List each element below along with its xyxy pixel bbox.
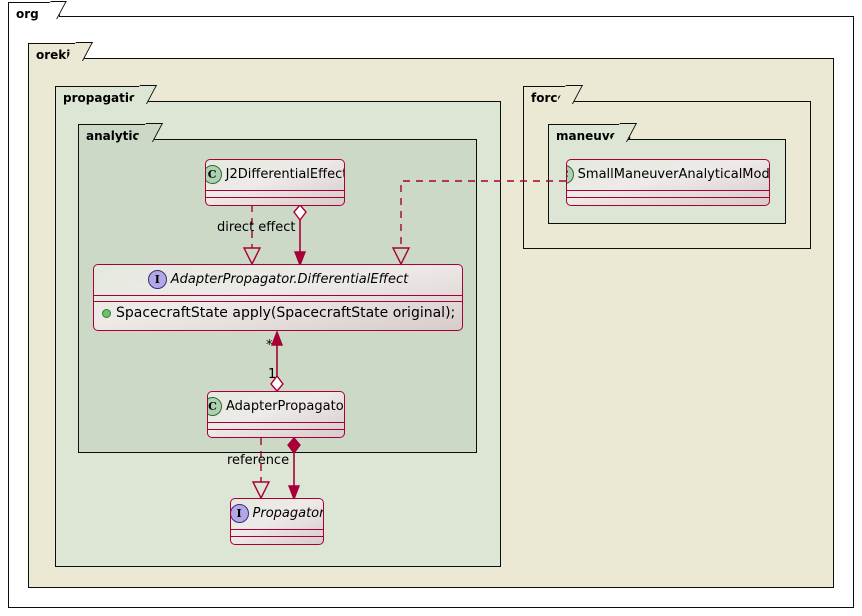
edge-adapterpropagator-realizes-propagator	[251, 438, 271, 500]
empty-methods-compartment	[208, 430, 344, 436]
class-j2differentialeffect-title: C J2DifferentialEffect	[206, 160, 344, 190]
class-adapterpropagator[interactable]: C AdapterPropagator	[207, 391, 345, 438]
divider	[206, 197, 344, 198]
divider	[94, 295, 462, 296]
interface-method-apply: SpacecraftState apply(SpacecraftState or…	[94, 302, 462, 325]
divider	[208, 429, 344, 430]
interface-method-apply-signature: SpacecraftState apply(SpacecraftState or…	[116, 305, 456, 321]
divider	[206, 190, 344, 191]
empty-methods-compartment	[206, 198, 344, 204]
package-propagation-label: propagation	[63, 91, 146, 105]
class-adapterpropagator-name: AdapterPropagator	[225, 399, 345, 414]
class-smallmaneuveranalyticalmodel-name: SmallManeuverAnalyticalModel	[577, 167, 770, 182]
class-icon: C	[567, 165, 574, 184]
multiplicity-source-one: 1	[268, 367, 277, 382]
edge-label-direct-effect: direct effect	[217, 220, 296, 235]
divider	[208, 422, 344, 423]
class-j2differentialeffect[interactable]: C J2DifferentialEffect	[205, 159, 345, 206]
interface-icon: I	[231, 504, 249, 523]
divider	[567, 197, 769, 198]
interface-propagator-name: Propagator	[252, 506, 324, 521]
class-icon: C	[206, 165, 222, 184]
package-analytical-tab: analytical	[78, 124, 155, 143]
interface-propagator-title: I Propagator	[231, 499, 323, 529]
empty-methods-compartment	[231, 537, 323, 543]
package-propagation-tab: propagation	[55, 86, 149, 105]
interface-adapterpropagator-differentialeffect-title: I AdapterPropagator.DifferentialEffect	[94, 265, 462, 295]
edge-j2-aggregates-differentialeffect	[293, 203, 307, 267]
package-analytical-label: analytical	[86, 129, 152, 143]
interface-icon: I	[147, 270, 167, 289]
divider	[94, 301, 462, 302]
divider	[231, 536, 323, 537]
public-visibility-icon	[102, 308, 111, 318]
class-smallmaneuveranalyticalmodel-title: C SmallManeuverAnalyticalModel	[567, 160, 769, 190]
class-j2differentialeffect-name: J2DifferentialEffect	[225, 167, 345, 182]
package-org-label: org	[16, 7, 39, 21]
divider	[231, 529, 323, 530]
edge-adapterpropagator-composes-propagator	[287, 436, 301, 501]
edge-label-reference: reference	[227, 453, 290, 468]
class-adapterpropagator-title: C AdapterPropagator	[208, 392, 344, 422]
divider	[567, 190, 769, 191]
class-smallmaneuveranalyticalmodel[interactable]: C SmallManeuverAnalyticalModel	[566, 159, 770, 206]
edge-adapterpropagator-aggregates-differentialeffect	[270, 330, 284, 393]
edge-j2-realizes-differentialeffect	[242, 205, 262, 266]
empty-methods-compartment	[567, 198, 769, 204]
interface-propagator[interactable]: I Propagator	[230, 498, 324, 545]
edge-smallmaneuver-realizes-differentialeffect	[391, 180, 566, 266]
class-icon: C	[208, 397, 222, 416]
interface-adapterpropagator-differentialeffect-name: AdapterPropagator.DifferentialEffect	[170, 272, 409, 287]
multiplicity-target-star: *	[266, 338, 273, 353]
interface-adapterpropagator-differentialeffect[interactable]: I AdapterPropagator.DifferentialEffect S…	[93, 264, 463, 331]
